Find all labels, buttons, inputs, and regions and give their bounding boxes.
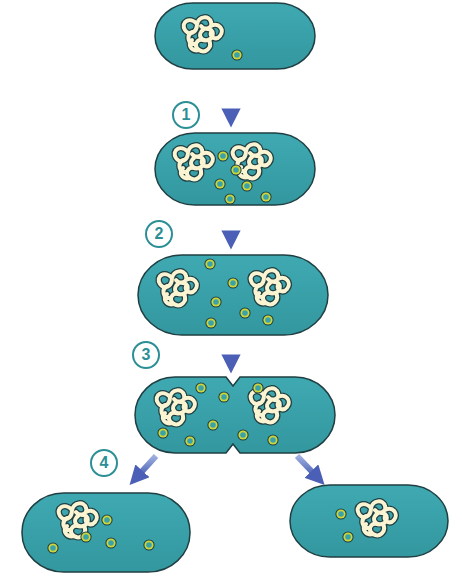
daughter-cell-left [22, 493, 190, 572]
callout-text: 4 [100, 455, 109, 471]
callout-number: 4 [90, 449, 118, 477]
callout-text: 2 [155, 226, 164, 242]
callout-number: 1 [172, 101, 200, 129]
callout-number: 2 [145, 220, 173, 248]
callout-text: 1 [182, 107, 191, 123]
callout-number: 3 [132, 341, 160, 369]
cell-start [155, 3, 315, 69]
step-arrows [136, 72, 318, 478]
cell-dividing [135, 377, 335, 453]
cell-elongated [138, 255, 328, 335]
cell-replicated [155, 133, 315, 205]
daughter-cell-right [290, 485, 448, 557]
callout-text: 3 [142, 347, 151, 363]
